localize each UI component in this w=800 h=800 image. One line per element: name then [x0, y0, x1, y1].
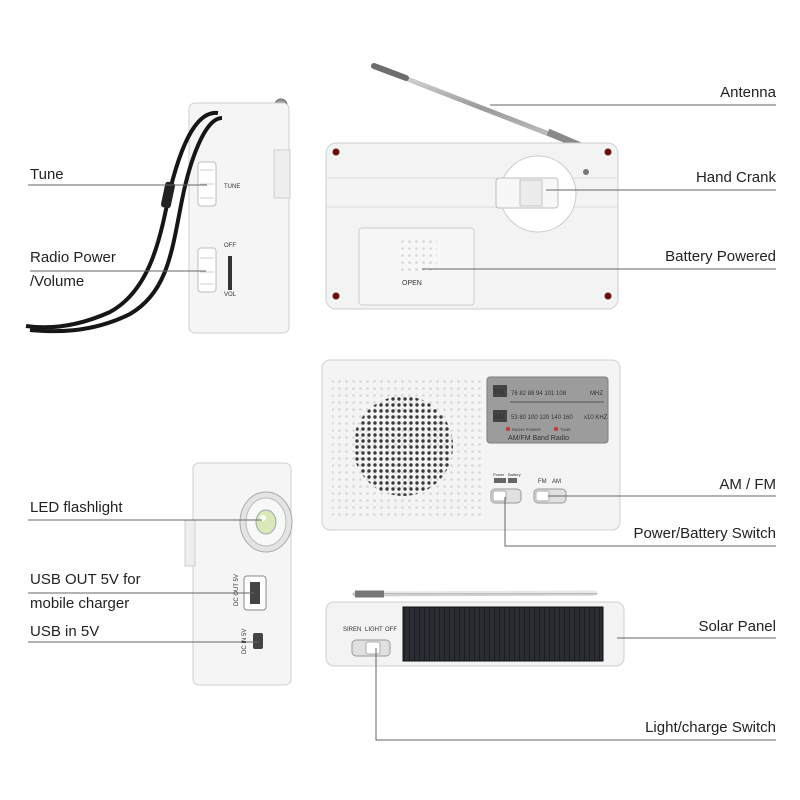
callout-radio-power-line2: /Volume: [30, 273, 85, 290]
battery-label: Battery: [508, 472, 521, 477]
fm-switch-text: FM: [538, 479, 547, 485]
fm-scale-text: 76 82 88 94 101 108: [511, 391, 567, 397]
band-radio-title: AM/FM Band Radio: [508, 435, 569, 442]
side-view-tune-volume: TUNE OFF VOL: [25, 98, 291, 334]
callout-solar-panel: Solar Panel: [698, 618, 776, 635]
callout-hand-crank: Hand Crank: [695, 169, 776, 186]
usb-in-port: [253, 633, 263, 649]
callout-light-charge-switch: Light/charge Switch: [645, 719, 776, 736]
power-label: Power: [493, 472, 505, 477]
radio-power-text: RADIO POWER: [512, 427, 541, 432]
callout-battery-powered: Battery Powered: [665, 248, 776, 265]
solar-panel: [402, 606, 604, 662]
am-scale-text: 53 80 100 120 140 160: [511, 415, 573, 421]
fm-band-text: FM: [494, 389, 504, 396]
callout-power-battery-switch: Power/Battery Switch: [633, 525, 776, 542]
tuning-dial-panel: [486, 376, 609, 444]
callout-tune: Tune: [30, 166, 64, 183]
am-switch-text: AM: [552, 479, 561, 485]
callout-usb-in: USB in 5V: [30, 623, 100, 640]
callout-lines: [28, 104, 776, 741]
tune-text: TUNE: [224, 184, 240, 190]
am-unit-text: x10 KHZ: [584, 415, 608, 421]
off-text: OFF: [224, 243, 236, 249]
callout-led-flashlight: LED flashlight: [30, 499, 123, 516]
speaker-grille: [353, 396, 453, 496]
off-text-2: OFF: [385, 627, 397, 633]
top-view: SIREN LIGHT OFF: [325, 590, 625, 667]
tune-indicator-text: TUNE: [560, 427, 571, 432]
light-text: LIGHT: [365, 627, 383, 633]
fm-unit-text: MHZ: [590, 391, 603, 397]
callout-antenna: Antenna: [720, 84, 776, 101]
callout-usb-out-line1: USB OUT 5V for: [30, 571, 141, 588]
open-text: OPEN: [402, 280, 422, 287]
dc-out-text: DC OUT 5V: [234, 574, 240, 606]
vol-text: VOL: [224, 292, 237, 298]
callout-am-fm: AM / FM: [719, 476, 776, 493]
siren-text: SIREN: [343, 627, 361, 633]
front-view: FM AM 76 82 88 94 101 108 MHZ 53 80 100 …: [321, 359, 621, 531]
dc-in-text: DC IN 5V: [242, 629, 248, 654]
callout-radio-power-line1: Radio Power: [30, 249, 116, 266]
side-view-ports: DC OUT 5V DC IN 5V: [184, 462, 293, 686]
back-view: OPEN: [325, 63, 619, 310]
volume-dial: [197, 247, 217, 293]
am-band-text: AM: [494, 414, 505, 421]
callout-usb-out-line2: mobile charger: [30, 595, 130, 612]
wrist-strap: [25, 110, 219, 330]
